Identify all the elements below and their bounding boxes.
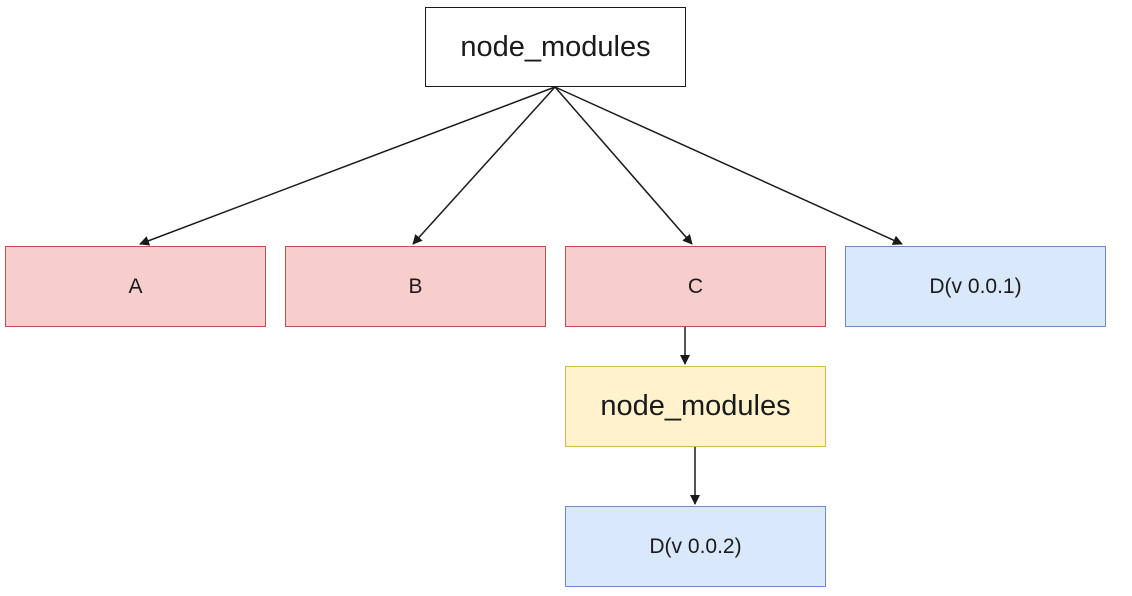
package-d-v001[interactable]: D(v 0.0.1) [845, 246, 1106, 327]
edge-root-to-a [139, 86, 556, 246]
package-b[interactable]: B [285, 246, 546, 327]
package-b-label: B [408, 274, 423, 298]
package-a-label: A [128, 274, 143, 298]
edge-root-to-d1 [554, 86, 903, 245]
nested-node-modules-label: node_modules [600, 390, 791, 422]
package-a[interactable]: A [5, 246, 266, 327]
package-d-v001-label: D(v 0.0.1) [929, 274, 1022, 298]
package-d-v002[interactable]: D(v 0.0.2) [565, 506, 826, 587]
edge-root-to-c [554, 86, 693, 245]
edge-root-to-b [412, 86, 556, 245]
package-c[interactable]: C [565, 246, 826, 327]
package-c-label: C [687, 274, 704, 298]
root-node-modules-label: node_modules [460, 30, 651, 63]
nested-node-modules[interactable]: node_modules [565, 366, 826, 447]
root-node-modules[interactable]: node_modules [425, 7, 686, 87]
package-d-v002-label: D(v 0.0.2) [649, 534, 742, 558]
